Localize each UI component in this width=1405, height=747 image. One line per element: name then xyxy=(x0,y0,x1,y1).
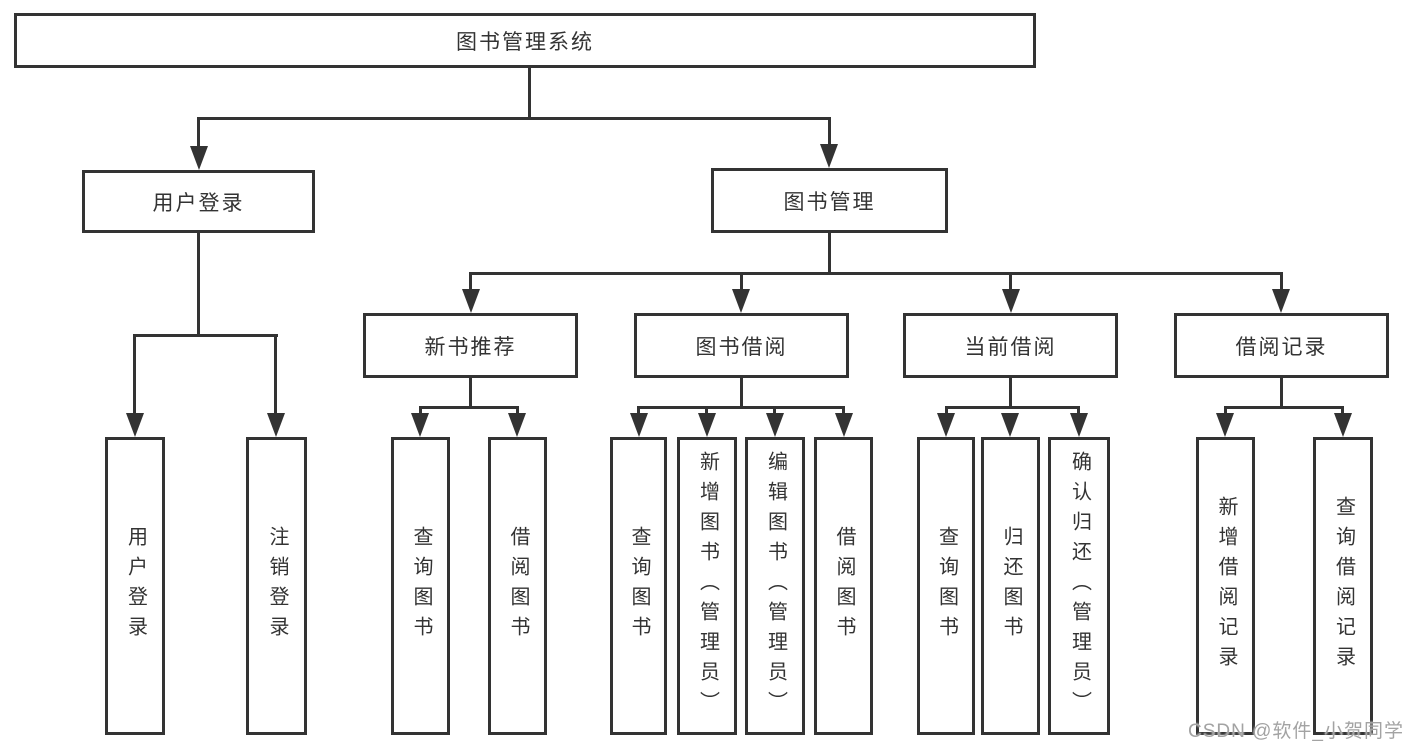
node-label: 借阅记录 xyxy=(1235,335,1328,359)
node-label: 图书管理系统 xyxy=(456,30,594,54)
node-book-borrowing: 图书借阅 xyxy=(634,313,849,378)
node-book-management: 图书管理 xyxy=(711,168,948,233)
node-label: 查询图书 xyxy=(935,526,958,646)
arrow-down-icon xyxy=(766,413,784,437)
node-borrowing-records: 借阅记录 xyxy=(1174,313,1389,378)
connector-line xyxy=(1280,272,1283,292)
arrow-down-icon xyxy=(411,413,429,437)
arrow-down-icon xyxy=(1070,413,1088,437)
node-label: 图书管理 xyxy=(783,190,876,214)
node-label: 查询借阅记录 xyxy=(1332,496,1355,676)
connector-line xyxy=(828,117,831,147)
arrow-down-icon xyxy=(732,289,750,313)
connector-line xyxy=(773,406,776,416)
node-label: 借阅图书 xyxy=(833,526,855,646)
connector-line xyxy=(740,272,743,292)
node-label: 确认归还（管理员） xyxy=(1068,451,1091,721)
connector-line xyxy=(516,406,519,416)
leaf-edit-books-admin: 编辑图书（管理员） xyxy=(745,437,805,735)
leaf-add-borrow-record: 新增借阅记录 xyxy=(1196,437,1255,735)
connector-line xyxy=(133,334,136,416)
arrow-down-icon xyxy=(630,413,648,437)
connector-line xyxy=(740,376,743,408)
arrow-down-icon xyxy=(508,413,526,437)
arrow-down-icon xyxy=(835,413,853,437)
connector-line xyxy=(469,376,472,408)
leaf-query-books: 查询图书 xyxy=(917,437,975,735)
connector-line xyxy=(528,68,531,120)
connector-line xyxy=(419,406,422,416)
connector-line xyxy=(828,231,831,274)
connector-line xyxy=(469,272,472,292)
connector-line xyxy=(1341,406,1344,416)
leaf-logout: 注销登录 xyxy=(246,437,307,735)
connector-line xyxy=(637,406,845,409)
connector-line xyxy=(197,231,200,336)
connector-line xyxy=(1224,406,1227,416)
connector-line xyxy=(1009,272,1012,292)
arrow-down-icon xyxy=(190,146,208,170)
arrow-down-icon xyxy=(267,413,285,437)
node-user-login: 用户登录 xyxy=(82,170,315,233)
connector-line xyxy=(133,334,278,337)
node-label: 编辑图书（管理员） xyxy=(764,451,787,721)
node-library-system: 图书管理系统 xyxy=(14,13,1036,68)
leaf-confirm-return-admin: 确认归还（管理员） xyxy=(1048,437,1110,735)
node-label: 当前借阅 xyxy=(964,335,1057,359)
node-label: 新增借阅记录 xyxy=(1215,496,1237,676)
connector-line xyxy=(945,406,1080,409)
node-label: 借阅图书 xyxy=(507,526,529,646)
connector-line xyxy=(1009,376,1012,408)
arrow-down-icon xyxy=(1216,413,1234,437)
node-label: 用户登录 xyxy=(152,191,245,215)
leaf-query-books: 查询图书 xyxy=(610,437,667,735)
arrow-down-icon xyxy=(126,413,144,437)
node-label: 注销登录 xyxy=(266,526,288,646)
node-label: 归还图书 xyxy=(1000,526,1022,646)
connector-line xyxy=(274,334,277,416)
connector-line xyxy=(419,406,519,409)
node-current-borrowing: 当前借阅 xyxy=(903,313,1118,378)
connector-line xyxy=(842,406,845,416)
leaf-borrow-books: 借阅图书 xyxy=(814,437,873,735)
arrow-down-icon xyxy=(937,413,955,437)
node-new-book-recommend: 新书推荐 xyxy=(363,313,578,378)
leaf-borrow-books: 借阅图书 xyxy=(488,437,547,735)
node-label: 新增图书（管理员） xyxy=(696,451,719,721)
watermark: CSDN @软件_小贺同学 xyxy=(1188,721,1404,742)
connector-line xyxy=(945,406,948,416)
arrow-down-icon xyxy=(698,413,716,437)
arrow-down-icon xyxy=(1001,413,1019,437)
connector-line xyxy=(1077,406,1080,416)
node-label: 查询图书 xyxy=(628,526,650,646)
node-label: 图书借阅 xyxy=(695,335,788,359)
arrow-down-icon xyxy=(1334,413,1352,437)
connector-line xyxy=(705,406,708,416)
connector-line xyxy=(1280,376,1283,408)
node-label: 新书推荐 xyxy=(424,335,517,359)
arrow-down-icon xyxy=(1272,289,1290,313)
connector-line xyxy=(1224,406,1344,409)
leaf-user-login: 用户登录 xyxy=(105,437,165,735)
connector-line xyxy=(637,406,640,416)
connector-line xyxy=(469,272,1283,275)
arrow-down-icon xyxy=(820,144,838,168)
leaf-query-borrow-record: 查询借阅记录 xyxy=(1313,437,1373,735)
leaf-query-books: 查询图书 xyxy=(391,437,450,735)
connector-line xyxy=(197,117,200,149)
node-label: 查询图书 xyxy=(410,526,432,646)
node-label: 用户登录 xyxy=(124,526,147,646)
connector-line xyxy=(197,117,831,120)
arrow-down-icon xyxy=(1002,289,1020,313)
arrow-down-icon xyxy=(462,289,480,313)
leaf-add-books-admin: 新增图书（管理员） xyxy=(677,437,737,735)
leaf-return-books: 归还图书 xyxy=(981,437,1040,735)
